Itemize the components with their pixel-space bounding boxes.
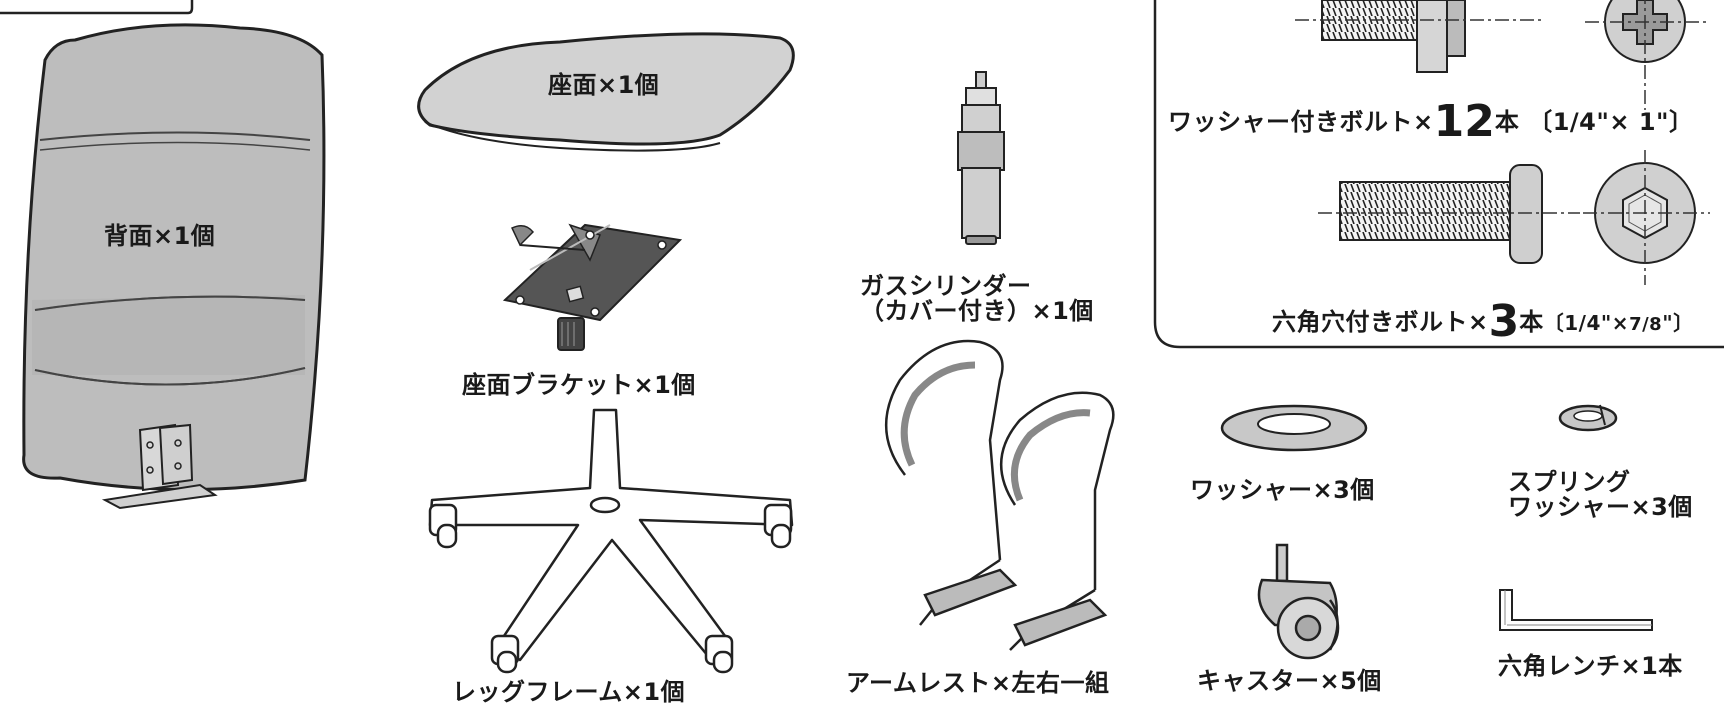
washer-illustration (1220, 404, 1368, 452)
washer-label: ワッシャー×3個 (1190, 476, 1375, 504)
seat-bracket-label: 座面ブラケット×1個 (462, 371, 696, 399)
leg-frame-label-text: レッグフレーム×1個 (452, 678, 686, 706)
spring-washer-illustration (1558, 404, 1618, 432)
hex-wrench-label: 六角レンチ×1本 (1498, 652, 1683, 680)
washer-bolt-prefix: ワッシャー付きボルト× (1168, 108, 1434, 136)
hex-bolt-illustration (1318, 150, 1710, 285)
washer-bolt-size: 〔1/4"× 1"〕 (1528, 108, 1694, 136)
caster-illustration (1257, 543, 1340, 660)
hex-bolt-count: 3 (1488, 296, 1520, 347)
gas-cylinder-illustration (957, 71, 1005, 245)
hex-bolt-label: 六角穴付きボルト×3本〔1/4"×7/8"〕 (1272, 300, 1694, 344)
washer-bolt-illustration (1295, 0, 1710, 110)
gas-cylinder-label: ガスシリンダー （カバー付き）×1個 (860, 272, 1094, 326)
gas-cylinder-label-line2: （カバー付き）×1個 (860, 297, 1094, 326)
hex-bolt-size-close: "〕 (1662, 311, 1694, 335)
spring-washer-label-line2: ワッシャー×3個 (1508, 493, 1693, 522)
bolt-box (1153, 0, 1724, 349)
washer-bolt-unit: 本 (1494, 108, 1520, 136)
backrest-label: 背面×1個 (104, 222, 216, 250)
washer-bolt-count: 12 (1433, 96, 1495, 147)
seat-illustration (417, 32, 795, 152)
caster-label: キャスター×5個 (1197, 667, 1382, 695)
spring-washer-label-line1: スプリング (1508, 468, 1631, 496)
leg-frame-illustration (428, 408, 794, 674)
seat-label: 座面×1個 (548, 71, 660, 99)
hex-bolt-unit: 本 (1519, 308, 1544, 336)
hex-bolt-size-frac: 7/8 (1629, 314, 1663, 335)
washer-bolt-label: ワッシャー付きボルト×12本 〔1/4"× 1"〕 (1168, 100, 1694, 144)
gas-cylinder-label-line1: ガスシリンダー (860, 272, 1032, 300)
backrest-illustration (22, 23, 326, 510)
armrest-illustration (884, 339, 1115, 651)
hex-bolt-size-open: 〔1/4"× (1543, 311, 1630, 335)
hex-bolt-prefix: 六角穴付きボルト× (1272, 308, 1489, 336)
seat-bracket-illustration (502, 223, 683, 351)
leg-frame-label: レッグフレーム×1個 (452, 680, 685, 704)
spring-washer-label: スプリング ワッシャー×3個 (1508, 468, 1693, 522)
hex-wrench-illustration (1499, 589, 1653, 631)
armrest-label: アームレスト×左右一組 (846, 669, 1110, 697)
